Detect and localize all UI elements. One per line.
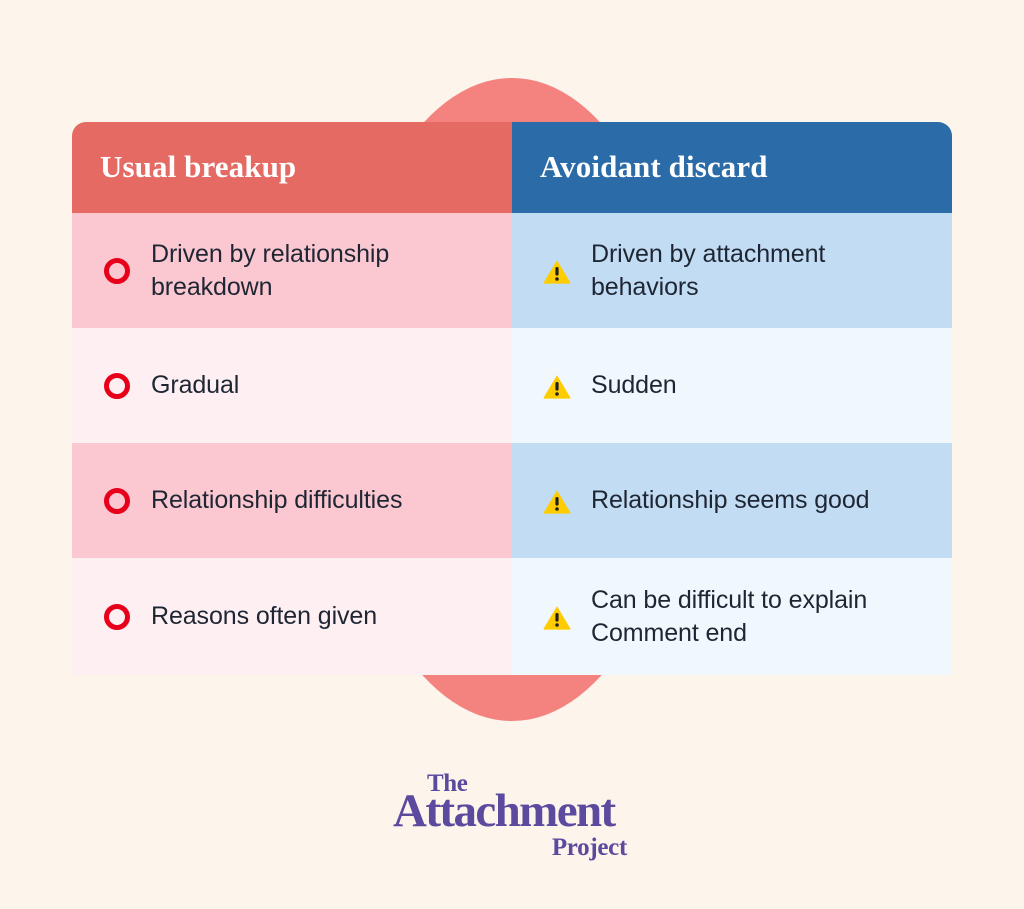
table-header-row: Usual breakup Avoidant discard [72,122,952,213]
table-cell-usual-4-label: Reasons often given [151,602,378,630]
table-cell-avoidant-4-label: Can be difficult to explain Comment end [591,585,868,647]
table-cell-avoidant-3: Relationship seems good [512,443,952,558]
brand-logo: The Attachment Project [0,770,1024,875]
table-cell-avoidant-1: Driven by attachment behaviors [512,213,952,328]
red-circle-icon [100,600,134,634]
red-circle-icon [100,484,134,518]
table-cell-usual-2-label: Gradual [151,371,240,399]
red-circle-icon [100,254,134,288]
table-row: Reasons often given Can be difficult to … [72,558,952,675]
brand-logo-project: Project [551,834,627,861]
column-header-usual-breakup-label: Usual breakup [100,149,297,185]
warning-triangle-icon [540,484,574,518]
brand-logo-the: The [427,770,468,797]
column-header-avoidant-discard-label: Avoidant discard [540,149,768,185]
table-cell-usual-2: Gradual [72,328,512,443]
table-cell-usual-4: Reasons often given [72,558,512,675]
table-cell-avoidant-4: Can be difficult to explain Comment end [512,558,952,675]
table-row: Driven by relationship breakdown Driven … [72,213,952,328]
column-header-usual-breakup: Usual breakup [72,122,512,213]
table-cell-usual-3: Relationship difficulties [72,443,512,558]
warning-triangle-icon [540,600,574,634]
table-row: Gradual Sudden [72,328,952,443]
brand-logo-attachment: Attachment [393,785,616,837]
table-cell-usual-3-label: Relationship difficulties [151,486,403,514]
table-cell-avoidant-3-label: Relationship seems good [591,486,870,514]
warning-triangle-icon [540,369,574,403]
table-cell-avoidant-2-label: Sudden [591,371,677,399]
table-cell-usual-1: Driven by relationship breakdown [72,213,512,328]
table-cell-usual-1-label: Driven by relationship breakdown [151,239,390,301]
warning-triangle-icon [540,254,574,288]
table-cell-avoidant-2: Sudden [512,328,952,443]
table-row: Relationship difficulties Relationship s… [72,443,952,558]
comparison-table: Usual breakup Avoidant discard Driven by… [72,122,952,676]
red-circle-icon [100,369,134,403]
column-header-avoidant-discard: Avoidant discard [512,122,952,213]
table-cell-avoidant-1-label: Driven by attachment behaviors [591,239,826,301]
